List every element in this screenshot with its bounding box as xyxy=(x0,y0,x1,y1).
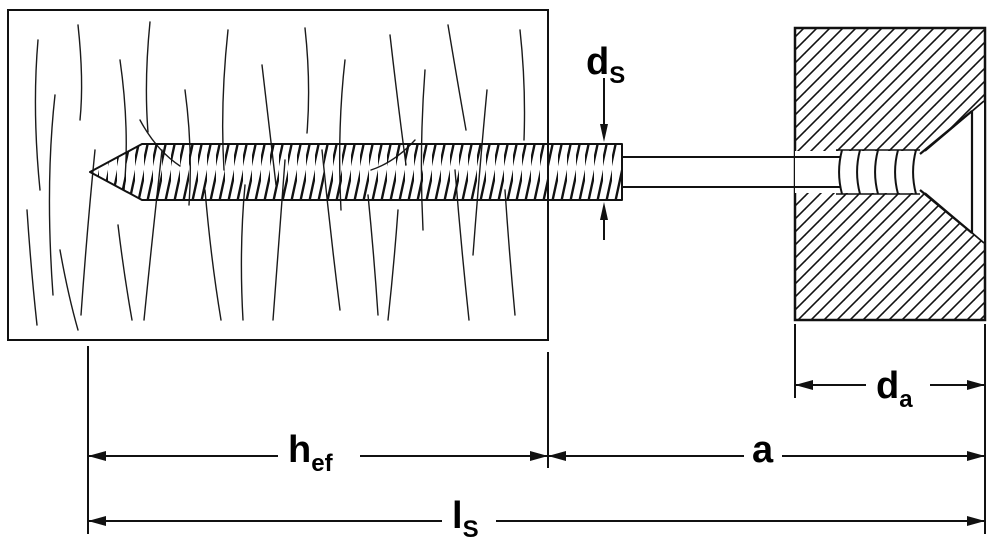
dimension-hef: hef a xyxy=(88,426,985,477)
countersink-hole xyxy=(795,101,984,243)
dimension-ds: dS xyxy=(586,41,625,240)
label-da: da xyxy=(876,365,913,413)
label-ds: dS xyxy=(586,41,625,89)
label-a: a xyxy=(752,429,774,471)
label-hef: hef xyxy=(288,429,334,477)
arrow-right-icon xyxy=(530,451,548,461)
screw-head xyxy=(836,110,974,234)
arrow-down-icon xyxy=(600,124,608,142)
anchor-block xyxy=(793,26,987,322)
arrow-right-icon xyxy=(967,516,985,526)
arrow-left-icon xyxy=(548,451,566,461)
screw-shank xyxy=(621,144,840,200)
dimension-ls: lS xyxy=(88,490,985,543)
screw xyxy=(89,110,974,234)
dimension-da: da xyxy=(795,360,985,413)
arrow-right-icon xyxy=(967,451,985,461)
arrow-left-icon xyxy=(88,516,106,526)
screw-thread xyxy=(89,143,623,201)
arrow-left-icon xyxy=(795,380,813,390)
label-ls: lS xyxy=(452,495,479,543)
extension-lines xyxy=(87,324,986,534)
arrow-right-icon xyxy=(967,380,985,390)
arrow-up-icon xyxy=(600,202,608,220)
arrow-left-icon xyxy=(88,451,106,461)
